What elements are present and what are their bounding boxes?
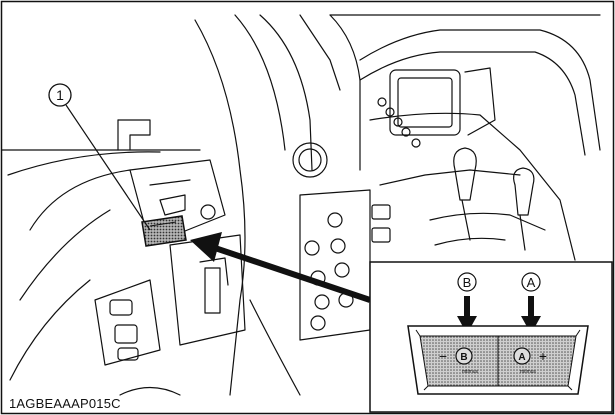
minus-sign: −: [439, 348, 447, 364]
highlighted-switch: [141, 215, 187, 247]
cabin-line-art: [1, 14, 601, 396]
callout-1-label: 1: [56, 87, 64, 103]
switch-inset: B A B − mtimus A + mtimus: [369, 261, 613, 413]
switch-a-tiny-text: mtimus: [520, 369, 537, 375]
figure-code: 1AGBEAAAP015C: [9, 396, 121, 411]
switch-a-letter: A: [518, 352, 525, 363]
switch-b-tiny-text: mtimus: [462, 369, 479, 375]
inset-label-b: B: [463, 275, 472, 290]
callout-1: 1: [48, 83, 151, 231]
switch-b-letter: B: [460, 352, 467, 363]
inset-label-a: A: [527, 275, 536, 290]
plus-sign: +: [539, 348, 547, 364]
pointer-arrow: [190, 232, 371, 303]
